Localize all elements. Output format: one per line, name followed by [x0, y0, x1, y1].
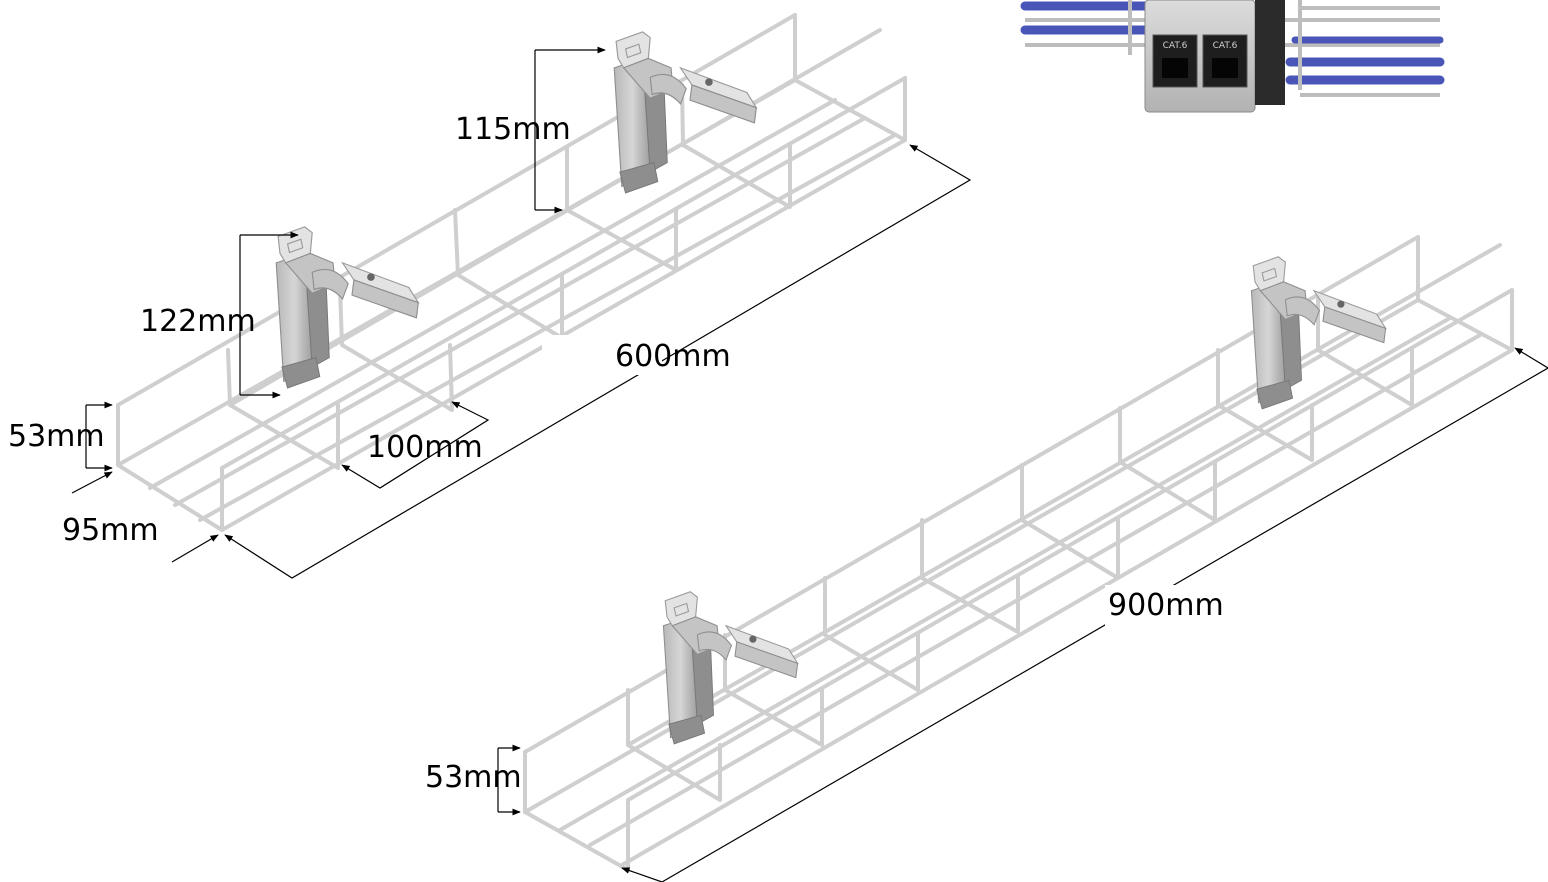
inset-port-left: CAT.6: [1152, 34, 1198, 88]
label-clip-offset: 100mm: [367, 430, 483, 465]
label-large-height: 53mm: [425, 760, 522, 795]
clip-far: [613, 31, 757, 194]
label-small-length: 600mm: [615, 339, 731, 374]
inset-port-right: CAT.6: [1202, 34, 1248, 88]
small-cable-tray: [116, 13, 907, 532]
label-small-width: 95mm: [62, 513, 159, 548]
dimension-labels: 53mm 95mm 122mm 115mm 100mm 600mm 900mm …: [8, 112, 1235, 795]
label-clip-near-height: 122mm: [140, 304, 256, 339]
port-label: CAT.6: [1213, 41, 1238, 51]
clip-near: [275, 226, 419, 389]
label-small-height: 53mm: [8, 419, 105, 454]
port-label: CAT.6: [1163, 41, 1188, 51]
inset-photo: CAT.6 CAT.6: [1020, 0, 1445, 113]
label-clip-far-height: 115mm: [455, 112, 571, 147]
label-large-length: 900mm: [1108, 588, 1224, 623]
